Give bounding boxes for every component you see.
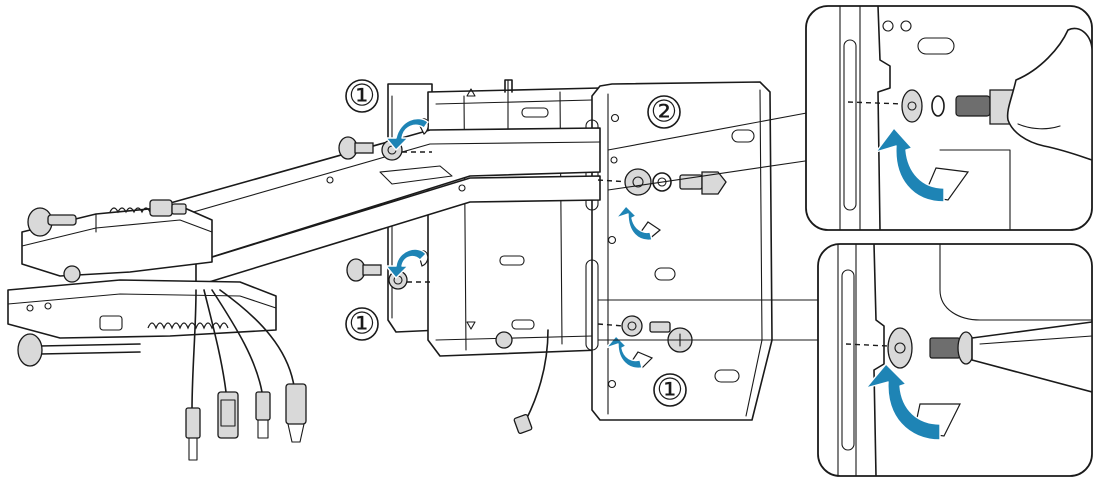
svg-text:②: ② [651, 95, 678, 130]
clamp-assembly [7, 199, 277, 367]
rotate-arrow-icon-upper-left [385, 117, 429, 151]
callout-step-1-top: ① [345, 79, 379, 114]
front-plate [585, 81, 773, 421]
cable-bundle [185, 289, 307, 461]
svg-text:①: ① [349, 79, 376, 114]
detail-leader-lines [597, 111, 823, 341]
detail-panel-upper [805, 5, 1093, 231]
rotate-arrow-icon-upper-front [615, 205, 662, 241]
plate-cable [495, 329, 549, 434]
callout-step-1-mid: ① [345, 307, 379, 342]
svg-text:①: ① [657, 373, 684, 408]
callout-step-2: ② [647, 95, 681, 130]
rotate-arrow-icon-lower-left [385, 248, 429, 279]
rotate-arrow-icon-lower-front [605, 335, 654, 369]
mounting-plate [427, 79, 601, 357]
callout-step-1-bottom: ① [653, 373, 687, 408]
svg-text:①: ① [349, 307, 376, 342]
detail-panel-lower [817, 243, 1093, 477]
screwdriver-icon [971, 321, 1092, 393]
